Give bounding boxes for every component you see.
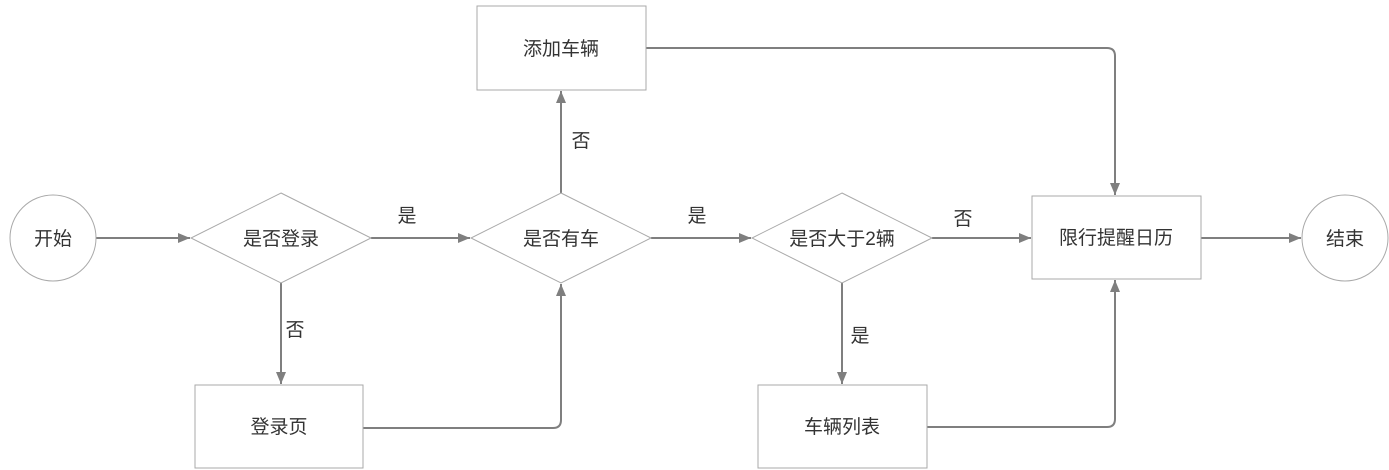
vehicle-list-rect — [757, 384, 928, 469]
edge-layer: 是 否 否 是 否 是 — [96, 47, 1301, 429]
more-than-2-diamond — [750, 192, 934, 284]
restriction-calendar-label: 限行提醒日历 — [1059, 227, 1173, 249]
edge-label-yes-login: 是 — [397, 206, 416, 227]
vehicle-list-label: 车辆列表 — [804, 416, 880, 438]
flow-node-add-vehicle: 添加车辆 — [476, 5, 647, 91]
edge-label-no-vehicle: 否 — [571, 131, 590, 152]
is-logged-in-label: 是否登录 — [243, 228, 319, 250]
login-page-rect — [194, 384, 364, 469]
flow-node-is-logged-in: 是否登录 — [189, 192, 373, 284]
add-vehicle-label: 添加车辆 — [523, 38, 599, 60]
add-vehicle-rect — [476, 5, 647, 91]
edge-label-no-more-than-2: 否 — [953, 209, 972, 230]
edge-vehicle-list-to-calendar — [927, 280, 1120, 428]
flow-node-restriction-reminder-calendar: 限行提醒日历 — [1031, 195, 1202, 280]
edge-add-vehicle-to-calendar — [646, 47, 1120, 195]
restriction-calendar-rect — [1031, 195, 1202, 280]
end-label: 结束 — [1326, 228, 1364, 250]
flow-node-end: 结束 — [1301, 194, 1389, 282]
end-circle — [1301, 194, 1389, 282]
more-than-2-label: 是否大于2辆 — [789, 228, 895, 250]
flow-node-more-than-2-vehicles: 是否大于2辆 — [750, 192, 934, 284]
edge-label-yes-vehicle: 是 — [687, 206, 706, 227]
has-vehicle-label: 是否有车 — [523, 228, 599, 250]
node-layer: 开始 是否登录 登录页 是否有车 添加车辆 是否大于2辆 车辆列表 — [9, 5, 1389, 469]
start-label: 开始 — [34, 228, 72, 250]
flow-node-start: 开始 — [9, 194, 97, 282]
is-logged-in-diamond — [189, 192, 373, 284]
edge-label-no-login: 否 — [285, 320, 304, 341]
edge-login-page-to-has-vehicle — [363, 284, 566, 429]
has-vehicle-diamond — [469, 192, 653, 284]
login-page-label: 登录页 — [250, 416, 307, 438]
start-circle — [9, 194, 97, 282]
flow-node-has-vehicle: 是否有车 — [469, 192, 653, 284]
flow-node-vehicle-list: 车辆列表 — [757, 384, 928, 469]
flow-node-login-page: 登录页 — [194, 384, 364, 469]
edge-label-yes-more-than-2: 是 — [850, 326, 869, 347]
